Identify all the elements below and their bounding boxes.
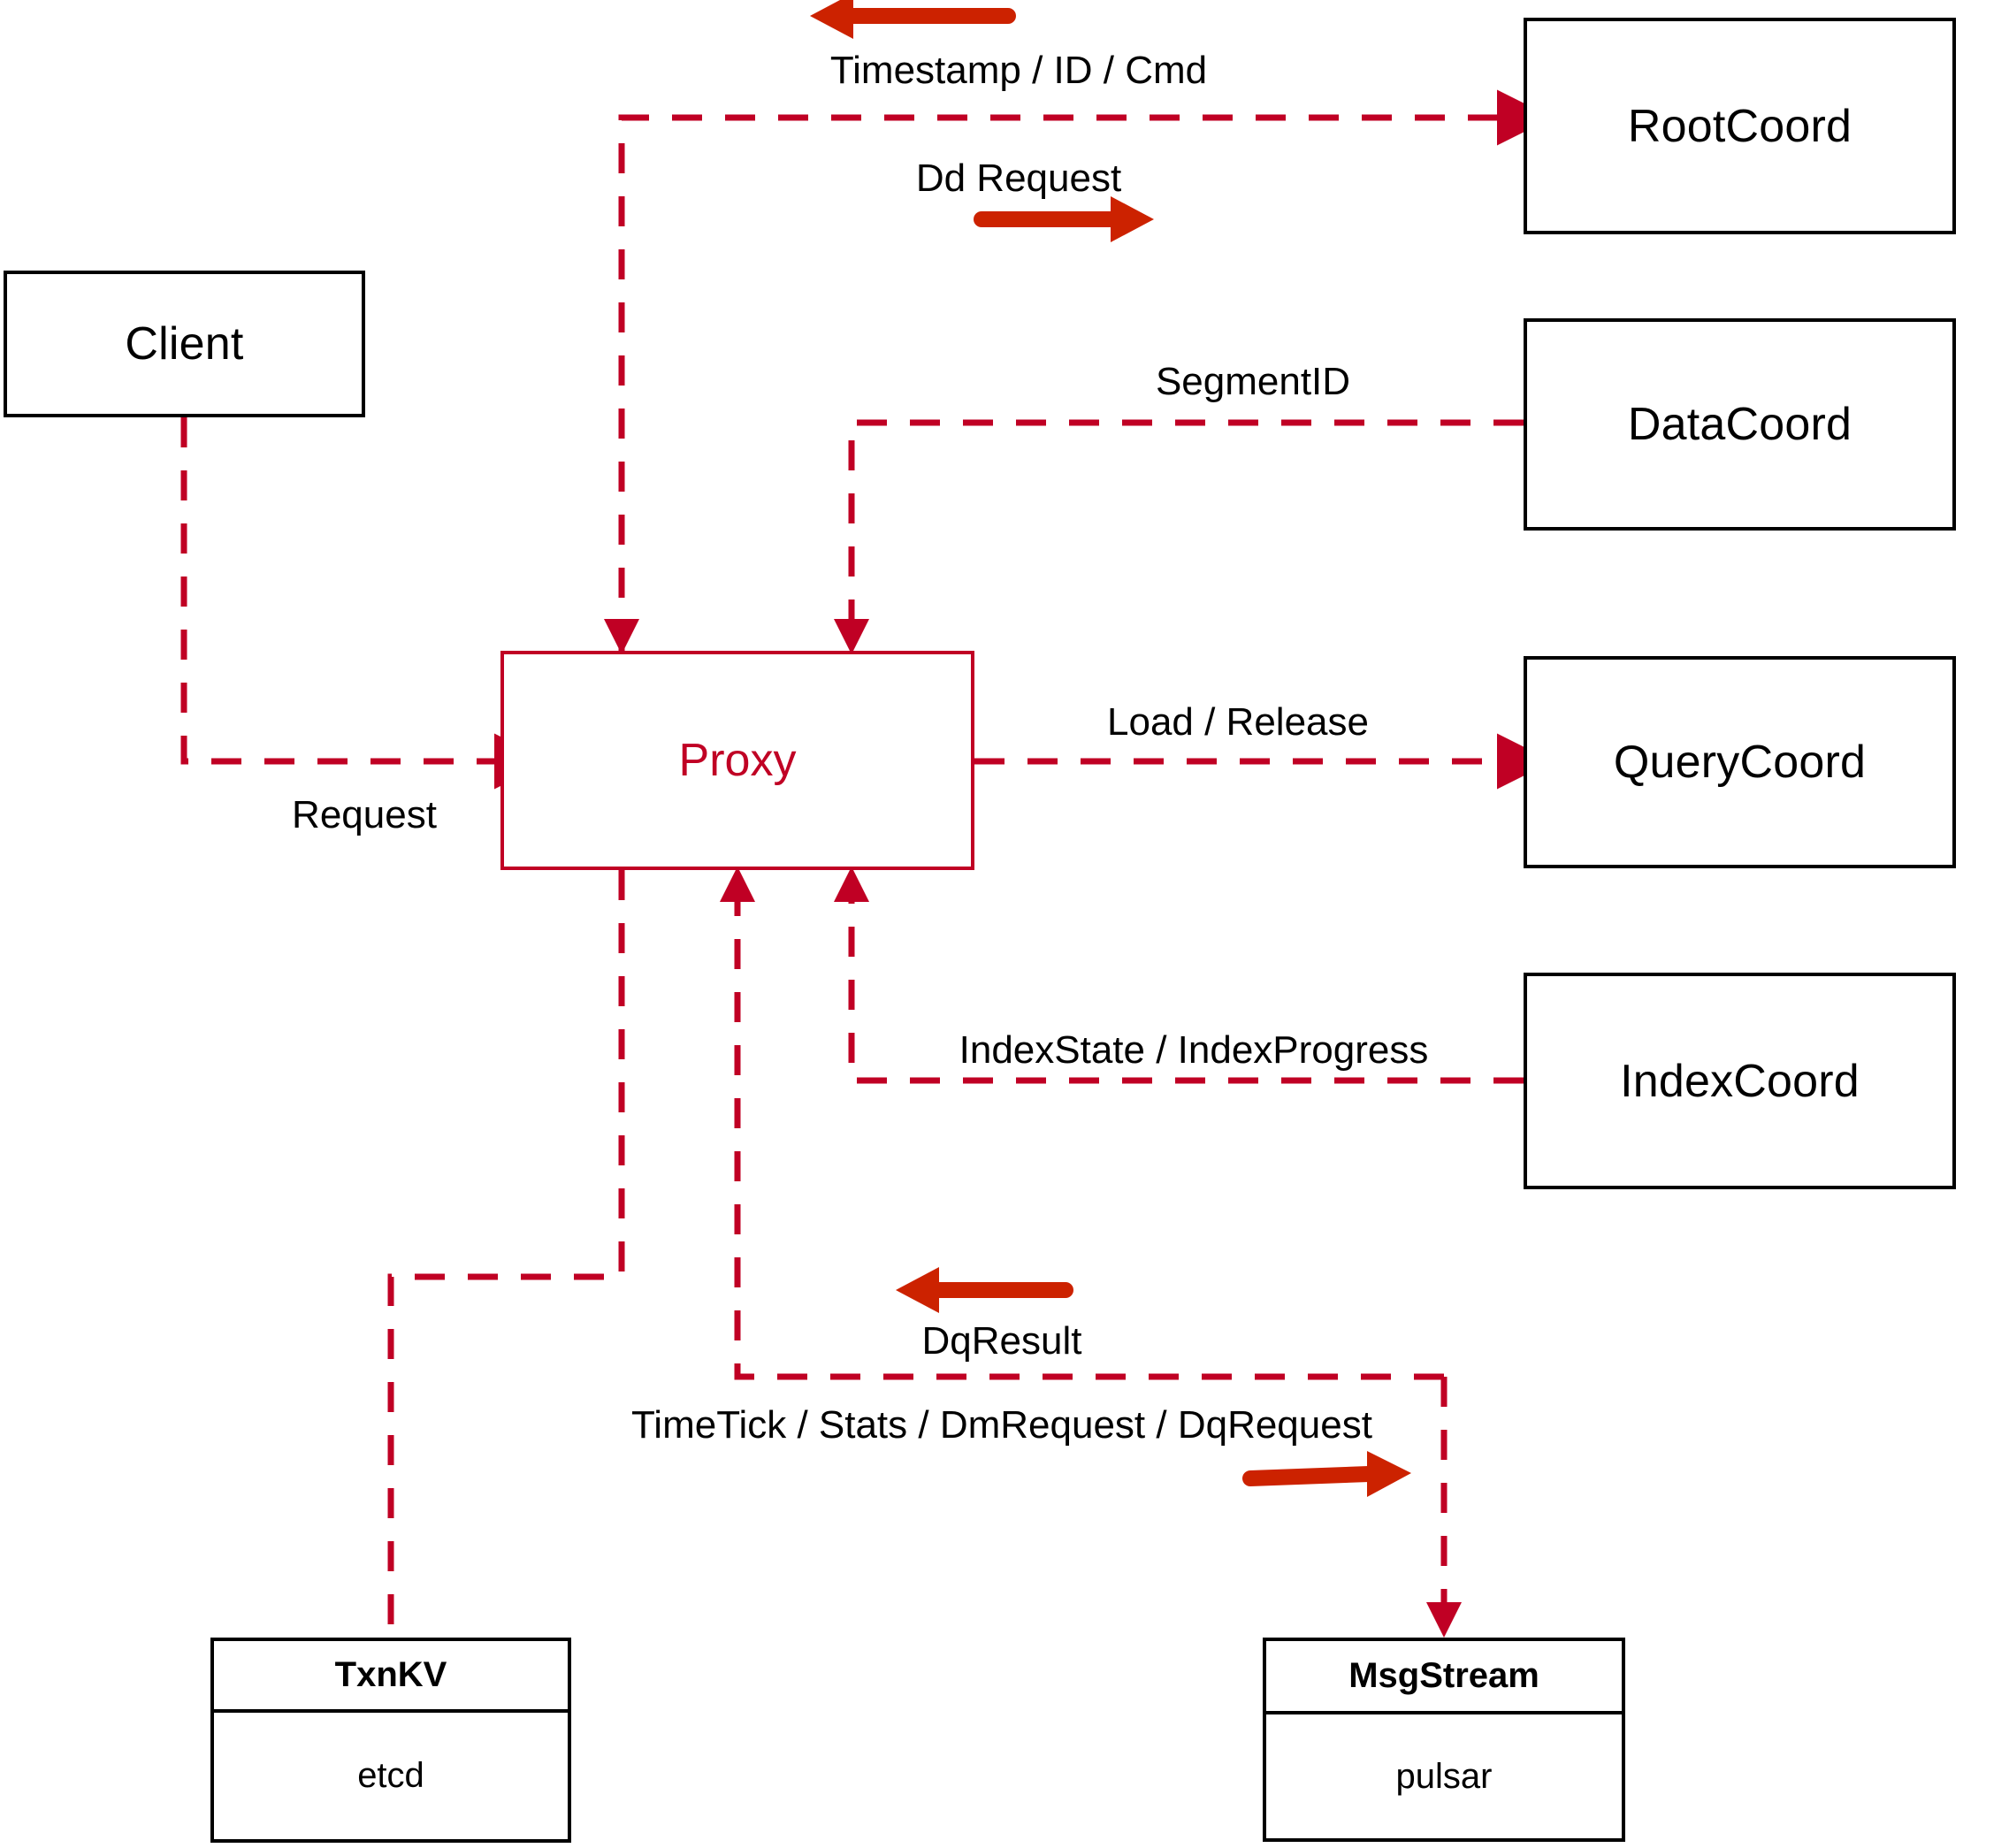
edge-indexstate-line — [834, 867, 1524, 1084]
edge-rootcoord-to-proxy-arrowhead — [604, 619, 639, 654]
node-indexcoord[interactable]: IndexCoord — [1524, 973, 1956, 1189]
node-rootcoord[interactable]: RootCoord — [1524, 18, 1956, 234]
edge-label-timetick-stats-dm-dq: TimeTick / Stats / DmRequest / DqRequest — [631, 1403, 1372, 1447]
node-querycoord-label: QueryCoord — [1613, 737, 1867, 788]
edge-request-line — [180, 417, 550, 790]
node-client[interactable]: Client — [4, 271, 365, 417]
node-datacoord-label: DataCoord — [1627, 399, 1852, 450]
edge-label-load-release: Load / Release — [1107, 700, 1369, 744]
node-client-label: Client — [125, 318, 244, 370]
node-msgstream-body: pulsar — [1395, 1756, 1493, 1796]
direction-arrow-timestamp-left — [810, 0, 1016, 39]
edge-label-request: Request — [292, 793, 437, 836]
node-txnkv-header: TxnKV — [214, 1641, 568, 1713]
edge-dqresult-line — [720, 867, 1444, 1380]
direction-arrow-dqresult-left — [896, 1267, 1073, 1313]
node-indexcoord-label: IndexCoord — [1620, 1055, 1860, 1107]
edge-timetick-line — [1426, 1377, 1462, 1638]
direction-arrow-dd-request-right — [974, 196, 1154, 242]
node-rootcoord-label: RootCoord — [1627, 100, 1852, 152]
edge-label-dq-result: DqResult — [921, 1319, 1082, 1363]
edge-proxy-txnkv-line — [387, 870, 625, 1638]
edge-segmentid-line — [834, 419, 1524, 654]
edge-label-dd-request: Dd Request — [915, 157, 1122, 200]
edge-label-timestamp-id-cmd: Timestamp / ID / Cmd — [829, 49, 1208, 92]
node-querycoord[interactable]: QueryCoord — [1524, 656, 1956, 868]
node-txnkv[interactable]: TxnKV etcd — [210, 1638, 571, 1843]
edge-label-index-state-progress: IndexState / IndexProgress — [959, 1028, 1429, 1072]
node-proxy-label: Proxy — [678, 735, 797, 786]
edge-dd-request-line — [618, 89, 1553, 651]
edge-label-segment-id: SegmentID — [1155, 360, 1351, 403]
node-msgstream-header: MsgStream — [1266, 1641, 1622, 1714]
direction-arrow-dqrequest-right — [1242, 1451, 1411, 1497]
node-txnkv-body: etcd — [357, 1756, 424, 1795]
node-proxy[interactable]: Proxy — [500, 651, 974, 870]
node-msgstream[interactable]: MsgStream pulsar — [1263, 1638, 1625, 1842]
node-datacoord[interactable]: DataCoord — [1524, 318, 1956, 531]
